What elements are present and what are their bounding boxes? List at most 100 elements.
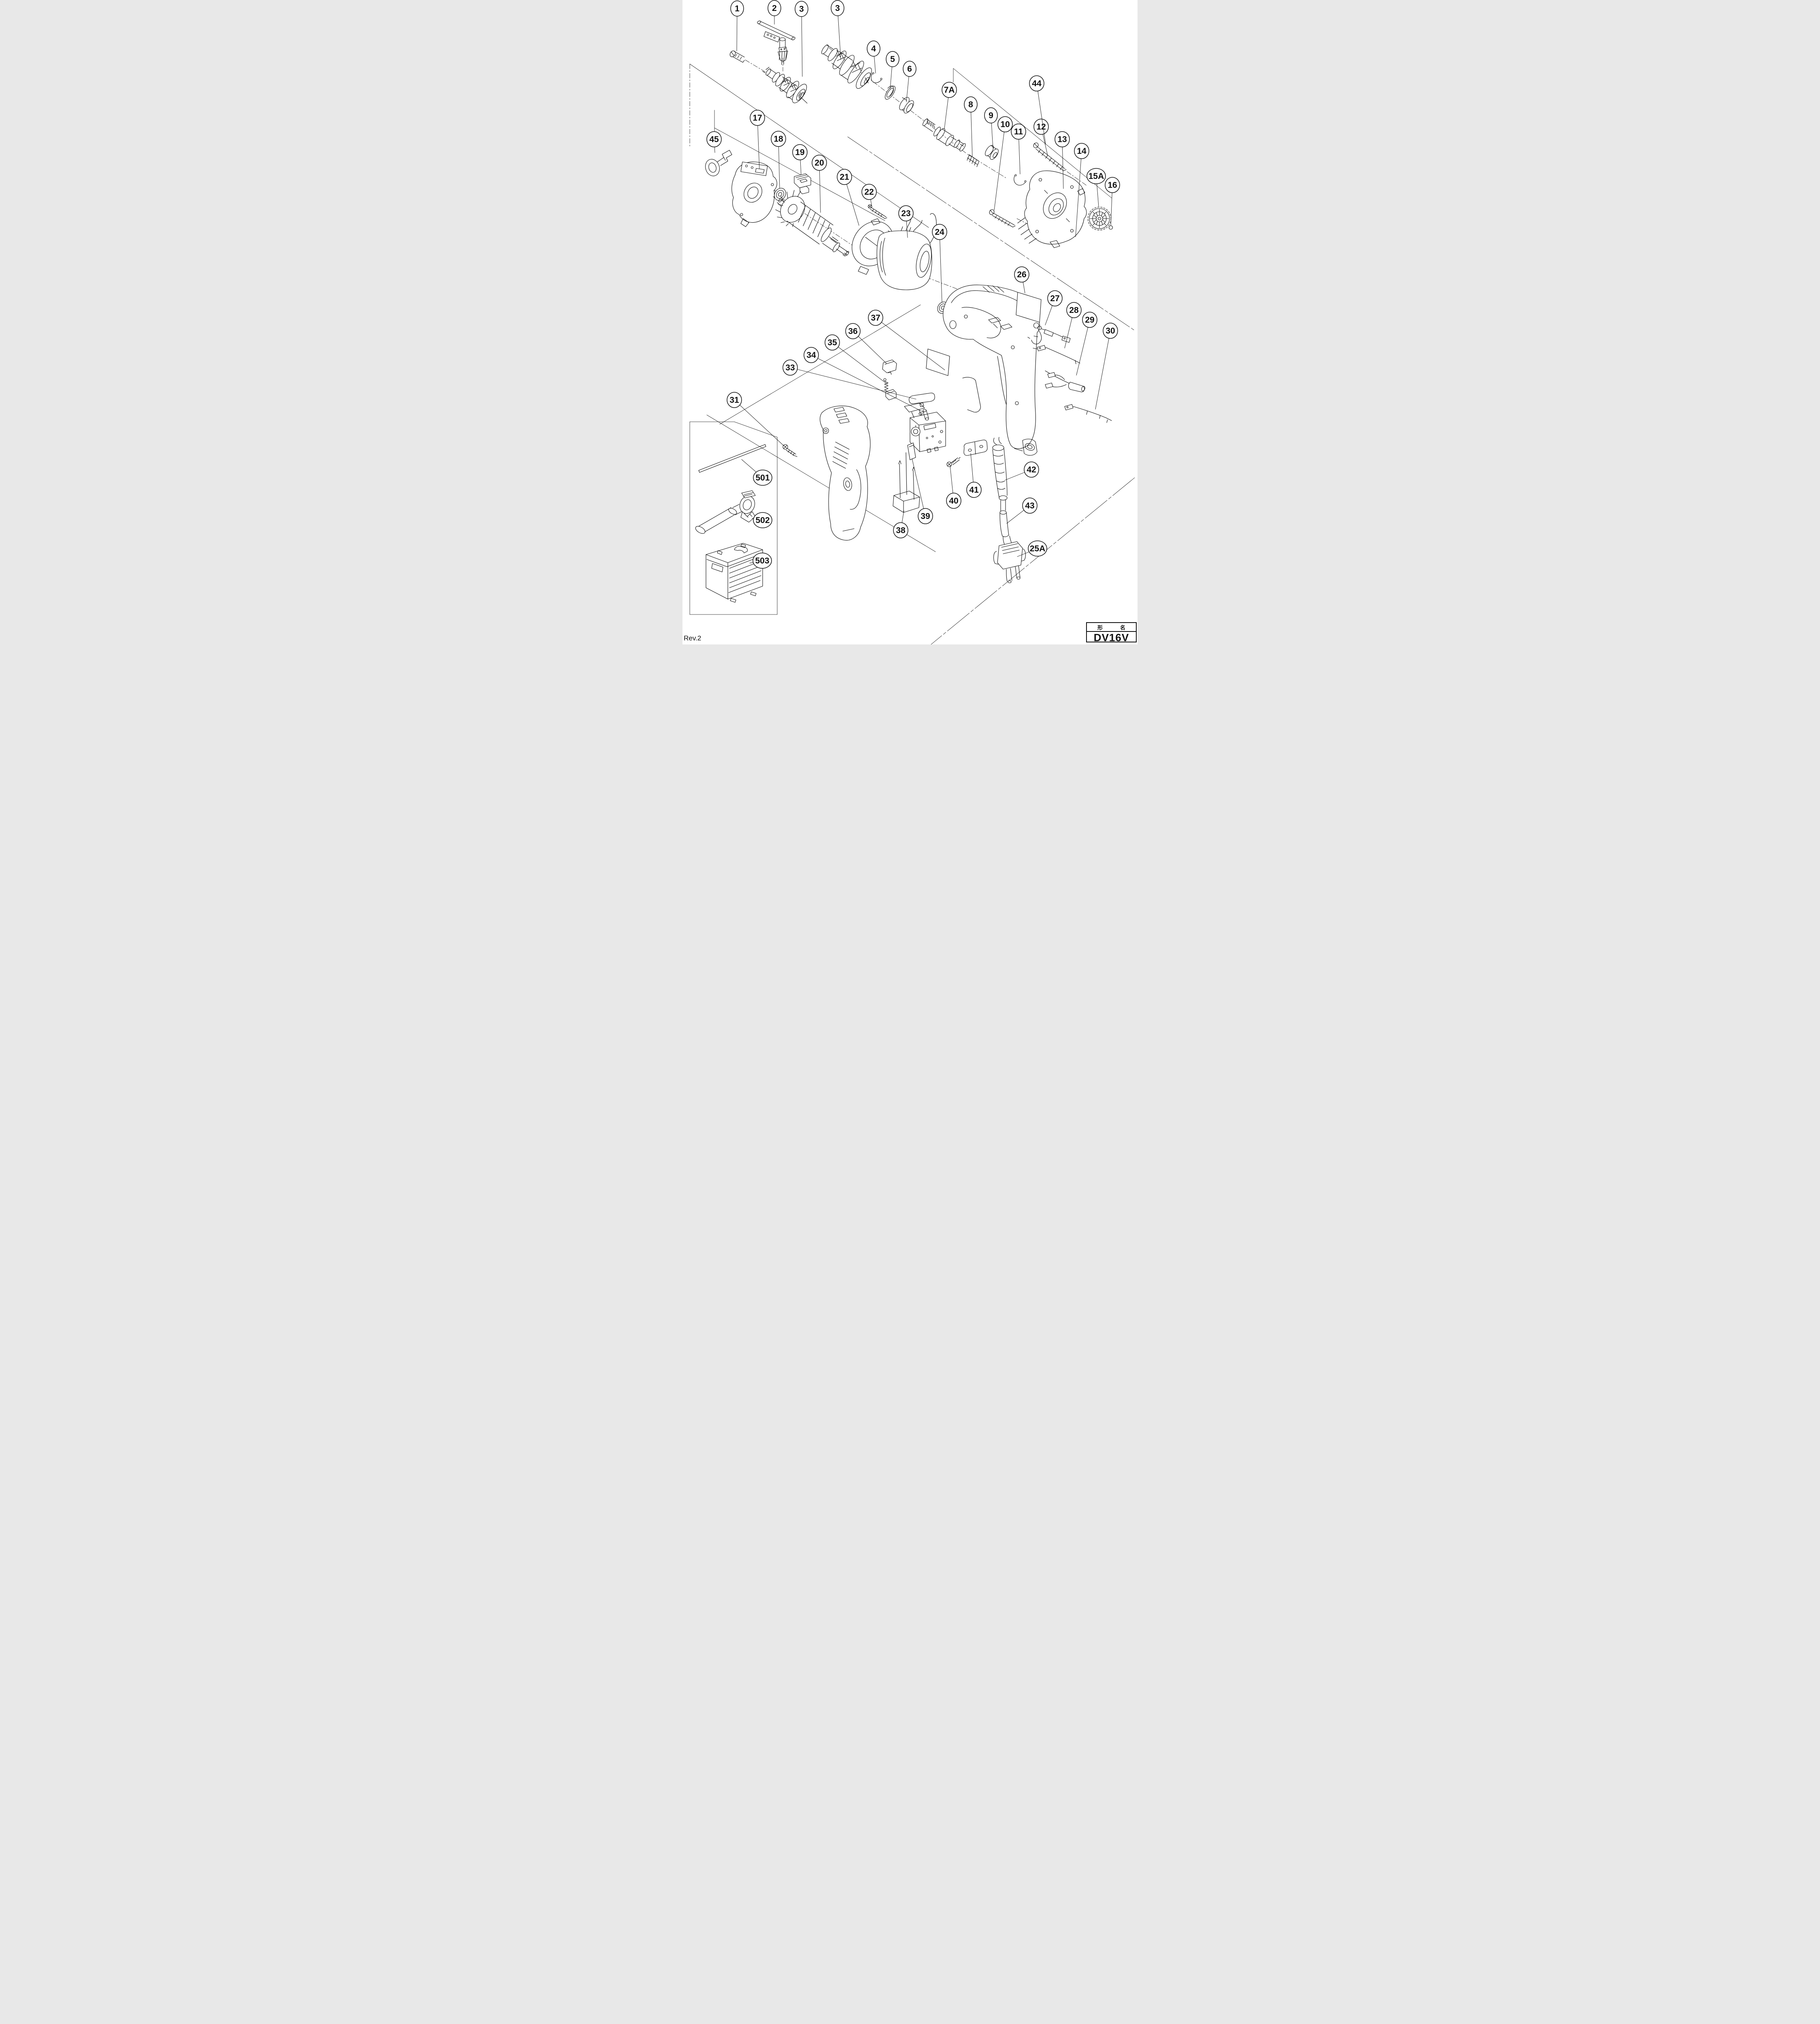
line-art	[992, 444, 1004, 451]
model-box-header-right: 名	[1120, 625, 1125, 631]
line-art	[728, 556, 761, 593]
line-art	[1047, 372, 1056, 378]
line-art	[899, 452, 914, 500]
line-art	[951, 457, 960, 465]
line-art	[773, 36, 776, 39]
part-chuck-key	[757, 21, 795, 65]
part-gear-cover-housing	[1017, 170, 1087, 248]
callout-label-23: 23	[901, 209, 910, 218]
line-art	[1033, 322, 1040, 329]
line-art	[775, 74, 785, 87]
line-art	[1045, 347, 1080, 364]
part-switch-assembly	[904, 403, 946, 453]
line-art	[916, 244, 932, 278]
callout-balloon-25A-power-plug	[1028, 540, 1047, 557]
boundary-line-9	[931, 477, 1135, 644]
line-art	[788, 204, 797, 215]
callout-label-15A: 15A	[1089, 172, 1104, 181]
line-art	[948, 136, 957, 147]
part-spindle	[922, 118, 966, 151]
part-carrying-case	[706, 543, 763, 603]
line-art	[961, 307, 1001, 338]
callout-balloon-4-retaining-ring	[867, 40, 880, 57]
part-internal-wire-b	[1037, 345, 1080, 364]
axis-line-8	[1067, 171, 1087, 186]
line-art	[906, 103, 913, 112]
line-art	[778, 51, 788, 62]
callout-label-4: 4	[871, 44, 876, 53]
line-art	[832, 442, 850, 469]
part-brush-holder-block	[794, 173, 811, 194]
callout-balloon-24-ball-bearing-rear	[932, 224, 947, 240]
line-art	[824, 429, 827, 432]
line-art	[1090, 209, 1109, 228]
line-art	[927, 120, 935, 128]
callout-balloon-3-keyed-drill-chuck	[795, 1, 808, 17]
callout-label-25A: 25A	[1030, 544, 1046, 553]
line-art	[909, 444, 914, 447]
line-art	[919, 412, 923, 415]
line-art	[1045, 383, 1053, 389]
line-art	[1034, 143, 1038, 147]
line-art	[1035, 230, 1039, 234]
callout-balloon-16-steel-ball	[1105, 177, 1120, 193]
callout-label-503: 503	[755, 556, 769, 566]
line-art	[959, 143, 966, 151]
callout-balloon-22-machine-screw	[861, 184, 877, 200]
part-push-rod	[923, 409, 929, 421]
line-art	[780, 77, 791, 91]
callout-label-19: 19	[795, 148, 804, 157]
line-art	[847, 61, 864, 83]
callout-balloon-3-keyless-drill-chuck	[831, 0, 844, 16]
part-steel-ball	[1108, 225, 1113, 230]
callout-label-37: 37	[871, 313, 880, 323]
line-art	[1002, 535, 1009, 537]
callout-leader-20-armature	[819, 162, 821, 213]
callout-label-10: 10	[1000, 120, 1010, 129]
line-art	[743, 492, 753, 497]
line-art	[960, 144, 964, 147]
line-art	[909, 393, 935, 404]
line-art	[833, 242, 840, 252]
boundary-line-6	[953, 68, 1112, 198]
callout-label-22: 22	[864, 187, 874, 197]
line-art	[708, 162, 717, 173]
line-art	[926, 349, 950, 376]
part-ball-bearing-front	[774, 188, 786, 201]
callout-leader-13-gear-cover-housing	[1062, 139, 1064, 189]
line-art	[967, 155, 979, 167]
callout-balloon-1-chuck-screw	[730, 0, 744, 17]
callout-label-31: 31	[729, 395, 739, 405]
callout-label-39: 39	[921, 512, 930, 521]
line-art	[821, 45, 829, 54]
line-art	[1016, 576, 1021, 580]
callout-balloon-45-terminal-bracket	[706, 131, 722, 147]
model-box-header: 形 名	[1087, 623, 1136, 632]
part-depth-gauge	[698, 444, 766, 473]
part-retaining-c-ring	[1014, 174, 1027, 186]
callout-balloon-11-retaining-c-ring	[1011, 123, 1026, 140]
line-art	[1081, 386, 1085, 391]
line-art	[865, 77, 869, 83]
line-art	[723, 157, 726, 161]
line-art	[762, 67, 770, 73]
axis-line-3	[829, 47, 966, 153]
callout-label-42: 42	[1027, 465, 1036, 474]
callout-leader-21-fan-guide	[844, 176, 859, 226]
part-stopper	[985, 145, 999, 160]
line-art	[798, 205, 830, 241]
line-art	[990, 210, 994, 214]
line-art	[839, 55, 855, 76]
line-art	[988, 317, 1012, 330]
line-art	[1027, 330, 1042, 344]
callout-balloon-2-chuck-key	[768, 0, 781, 16]
callout-label-16: 16	[1108, 181, 1117, 190]
callout-label-2: 2	[772, 4, 777, 13]
callout-label-21: 21	[840, 172, 849, 182]
line-art	[765, 68, 771, 76]
line-art	[1050, 384, 1067, 387]
part-cord-armor	[992, 437, 1008, 511]
line-art	[745, 164, 748, 168]
line-art	[741, 490, 756, 498]
part-power-plug	[993, 536, 1026, 583]
